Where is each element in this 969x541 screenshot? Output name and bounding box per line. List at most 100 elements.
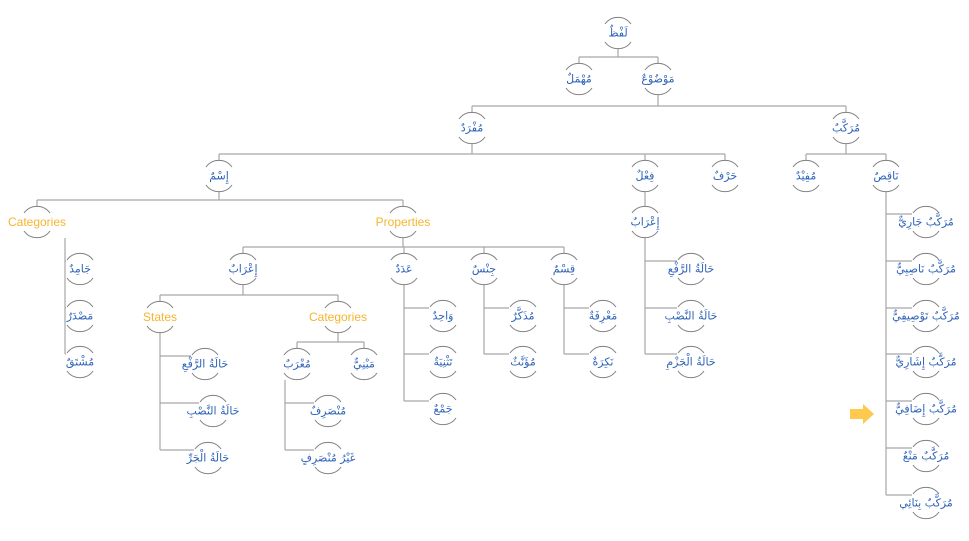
node-arc-bottom bbox=[912, 464, 940, 473]
node-arc-top bbox=[912, 345, 940, 354]
node-n-mana: مُرَكَّبٌ مَنْعٌ bbox=[902, 449, 950, 463]
node-arc-top bbox=[429, 299, 457, 308]
node-arc-top bbox=[66, 345, 94, 354]
node-arc-top bbox=[458, 111, 486, 120]
node-irab-categories: Categories bbox=[308, 310, 368, 324]
node-marifa: مَعْرِفَةٌ bbox=[588, 309, 618, 323]
node-arc-top bbox=[191, 347, 219, 356]
node-arc-bottom bbox=[631, 184, 659, 193]
node-arc-top bbox=[912, 205, 940, 214]
node-arc-top bbox=[283, 347, 311, 356]
node-arc-bottom bbox=[677, 324, 705, 333]
node-arc-bottom bbox=[191, 372, 219, 381]
node-fil-raf: حَالَةُ الرَّفْعِ bbox=[667, 262, 715, 276]
node-qism: قِسْمٌ bbox=[552, 262, 576, 276]
node-arc-top bbox=[66, 299, 94, 308]
node-fil-jazm: حَالَةُ الْجَزْمِ bbox=[666, 355, 716, 369]
node-jins: جِنْسٌ bbox=[471, 262, 497, 276]
node-arc-bottom bbox=[390, 277, 418, 286]
node-muannath: مُؤَنَّثٌ bbox=[510, 355, 536, 369]
node-murakkab: مُرَكَّبٌ bbox=[832, 121, 860, 135]
node-root: لَفْظٌ bbox=[608, 26, 628, 40]
node-fil: فِعْلٌ bbox=[635, 169, 655, 183]
node-ghayr-munsarif: غَيْرُ مُنْصَرِفٍ bbox=[300, 451, 356, 465]
node-arc-top bbox=[509, 345, 537, 354]
node-arc-top bbox=[509, 299, 537, 308]
node-arc-top bbox=[389, 205, 417, 214]
node-arc-bottom bbox=[912, 324, 940, 333]
node-arc-bottom bbox=[912, 370, 940, 379]
node-arc-bottom bbox=[283, 372, 311, 381]
node-arc-bottom bbox=[509, 324, 537, 333]
right-arrow-icon bbox=[850, 404, 874, 424]
node-arc-bottom bbox=[199, 419, 227, 428]
node-arc-top bbox=[711, 159, 739, 168]
node-naqis: نَاقِصٌ bbox=[873, 169, 899, 183]
node-arc-top bbox=[912, 392, 940, 401]
node-arc-top bbox=[565, 62, 593, 71]
node-ism: إِسْمٌ bbox=[209, 169, 229, 183]
node-mawdu: مَوْضُوْعٌ bbox=[641, 72, 675, 86]
node-arc-top bbox=[429, 392, 457, 401]
node-arc-top bbox=[677, 252, 705, 261]
node-arc-bottom bbox=[194, 466, 222, 475]
node-states: States bbox=[142, 310, 178, 324]
node-arc-bottom bbox=[644, 87, 672, 96]
node-arc-top bbox=[314, 441, 342, 450]
node-arc-bottom bbox=[429, 324, 457, 333]
node-arc-top bbox=[350, 347, 378, 356]
node-arc-top bbox=[146, 300, 174, 309]
node-adad: عَدَدٌ bbox=[395, 262, 413, 276]
node-muhmal: مُهْمَلٌ bbox=[566, 72, 592, 86]
node-arc-bottom bbox=[677, 277, 705, 286]
node-arc-top bbox=[470, 252, 498, 261]
node-jamid: جَامِدٌ bbox=[69, 262, 91, 276]
node-arc-top bbox=[314, 394, 342, 403]
node-arc-bottom bbox=[589, 324, 617, 333]
node-arc-bottom bbox=[792, 184, 820, 193]
node-arcs bbox=[23, 16, 940, 520]
node-arc-bottom bbox=[66, 324, 94, 333]
node-mufid: مُفِيْدٌ bbox=[795, 169, 817, 183]
node-arc-bottom bbox=[429, 417, 457, 426]
node-arc-top bbox=[912, 486, 940, 495]
node-jam: جَمْعٌ bbox=[433, 402, 453, 416]
node-arc-bottom bbox=[314, 419, 342, 428]
node-arc-bottom bbox=[912, 277, 940, 286]
node-arc-top bbox=[631, 205, 659, 214]
node-mufrad: مُفْرَدٌ bbox=[460, 121, 484, 135]
node-arc-bottom bbox=[550, 277, 578, 286]
node-arc-top bbox=[604, 16, 632, 25]
node-arc-bottom bbox=[389, 230, 417, 239]
node-mabni: مَبْنِيٌّ bbox=[353, 357, 375, 371]
node-arc-top bbox=[832, 111, 860, 120]
node-irab: إِعْرَابٌ bbox=[228, 262, 258, 276]
node-arc-top bbox=[550, 252, 578, 261]
connector-lines bbox=[36, 49, 912, 496]
node-arc-bottom bbox=[912, 417, 940, 426]
node-nakira: نَكِرَةٌ bbox=[592, 355, 614, 369]
node-arc-bottom bbox=[146, 325, 174, 334]
node-arc-top bbox=[631, 159, 659, 168]
node-arc-top bbox=[194, 441, 222, 450]
node-munsarif: مُنْصَرِفٌ bbox=[309, 404, 347, 418]
node-arc-bottom bbox=[872, 184, 900, 193]
node-arc-top bbox=[644, 62, 672, 71]
node-arc-bottom bbox=[205, 184, 233, 193]
node-arc-bottom bbox=[470, 277, 498, 286]
node-arc-bottom bbox=[229, 277, 257, 286]
node-arc-bottom bbox=[565, 87, 593, 96]
node-arc-top bbox=[199, 394, 227, 403]
node-arc-bottom bbox=[509, 370, 537, 379]
node-raf: حَالَةُ الرَّفْعِ bbox=[181, 357, 229, 371]
node-masdar: مَصْدَرٌ bbox=[66, 309, 94, 323]
node-arc-top bbox=[390, 252, 418, 261]
node-n-jari: مُرَكَّبٌ جَارِيٌّ bbox=[898, 215, 954, 229]
node-arc-bottom bbox=[912, 230, 940, 239]
node-jarr: حَالَةُ الْجَرِّ bbox=[186, 451, 230, 465]
node-nasb: حَالَةُ النَّصْبِ bbox=[186, 404, 240, 418]
node-arc-bottom bbox=[458, 136, 486, 145]
node-fil-nasb: حَالَةُ النَّصْبِ bbox=[664, 309, 718, 323]
node-arc-bottom bbox=[604, 41, 632, 50]
node-arc-top bbox=[66, 252, 94, 261]
